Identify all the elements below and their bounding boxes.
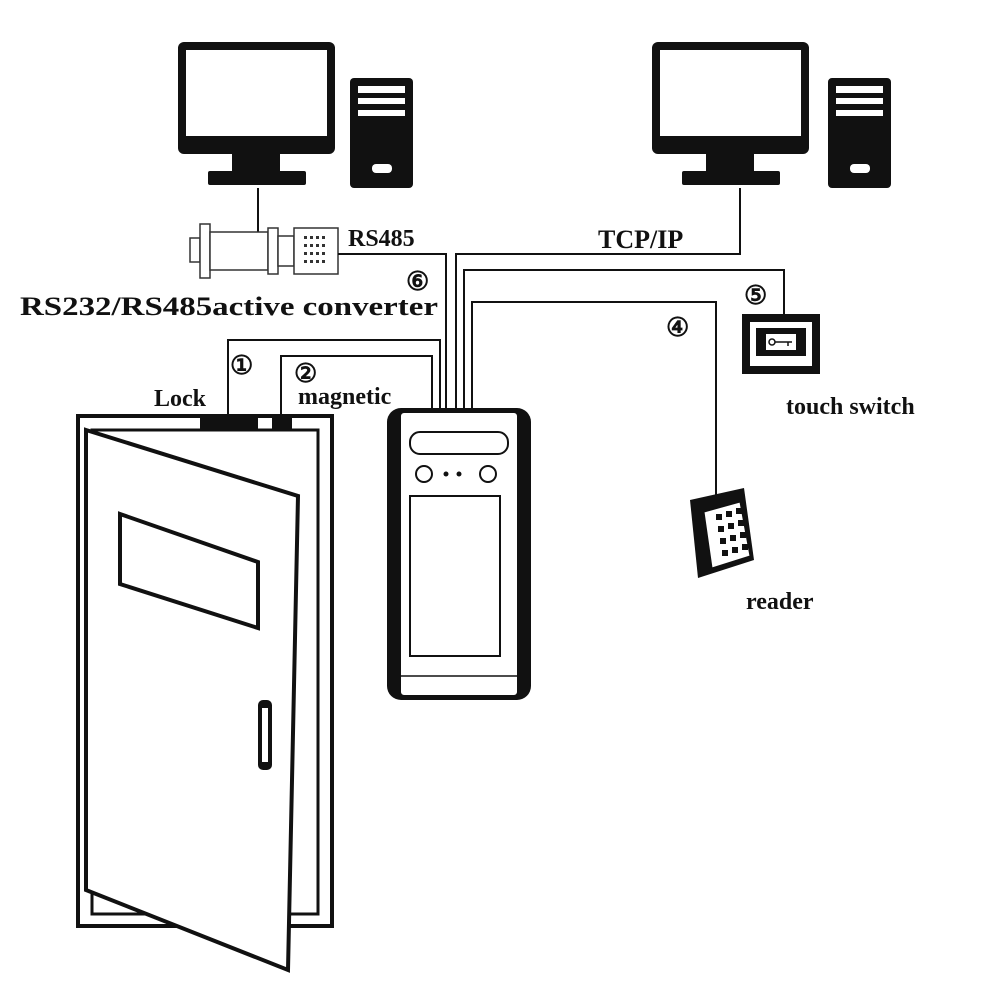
right-computer-icon bbox=[652, 42, 891, 188]
marker-5: ⑤ bbox=[744, 281, 767, 311]
door-icon bbox=[76, 414, 334, 973]
converter-device-icon bbox=[189, 188, 339, 279]
rs485-label: RS485 bbox=[348, 226, 415, 252]
marker-2: ② bbox=[294, 359, 317, 389]
cable-rs485 bbox=[338, 253, 447, 408]
marker-4: ④ bbox=[666, 313, 689, 343]
tcpip-label: TCP/IP bbox=[598, 225, 683, 254]
wiring-cables bbox=[227, 188, 785, 496]
magnetic-label: magnetic bbox=[298, 384, 392, 410]
touch-switch-icon bbox=[742, 314, 820, 374]
touch-switch-label: touch switch bbox=[786, 394, 915, 420]
marker-1: ① bbox=[230, 351, 253, 381]
door-handle-icon bbox=[258, 700, 272, 770]
lock-icon bbox=[200, 414, 258, 430]
magnetic-sensor-icon bbox=[272, 414, 292, 430]
cable-tcpip bbox=[455, 188, 741, 408]
left-computer-icon bbox=[178, 42, 413, 188]
cable-lock bbox=[227, 339, 441, 414]
marker-6: ⑥ bbox=[406, 267, 429, 297]
lock-label: Lock bbox=[154, 386, 207, 412]
face-recognition-terminal-icon bbox=[387, 408, 531, 700]
card-reader-icon bbox=[690, 488, 754, 578]
cable-touch-switch bbox=[463, 269, 785, 408]
cable-reader bbox=[471, 301, 717, 496]
cable-magnetic bbox=[280, 355, 433, 414]
reader-label: reader bbox=[746, 589, 814, 615]
converter-label: RS232/RS485active converter bbox=[20, 292, 438, 321]
